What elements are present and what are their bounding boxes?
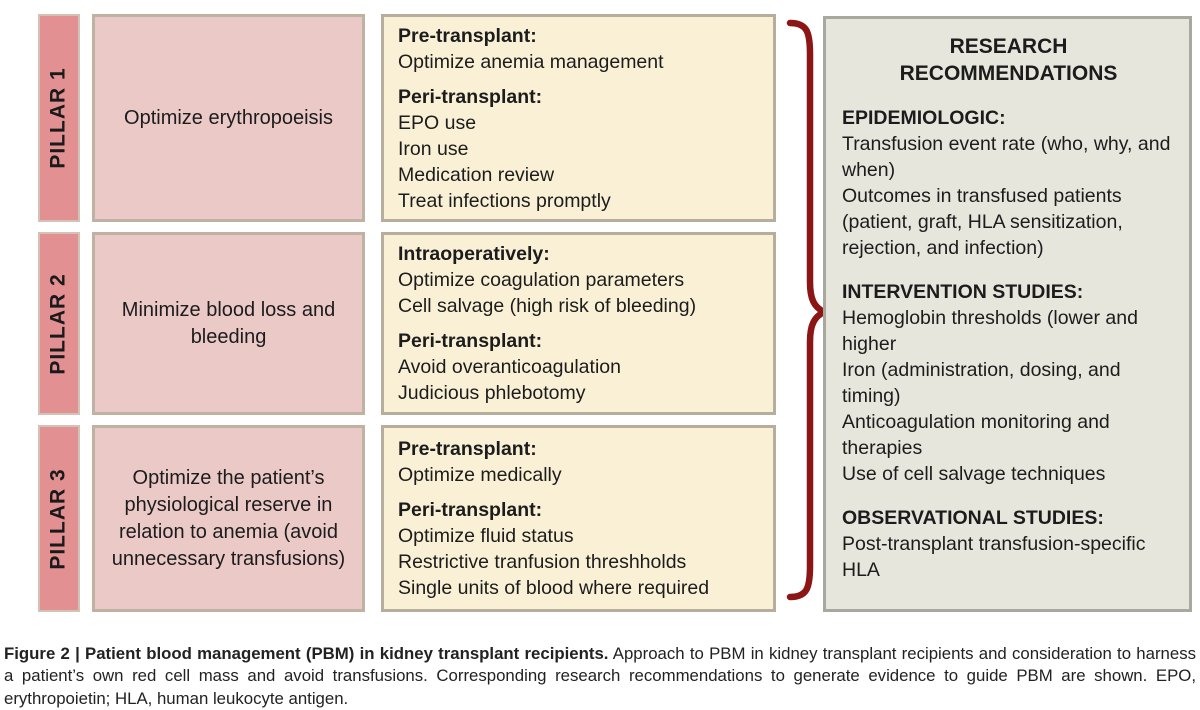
detail-heading: Pre-transplant: xyxy=(398,438,537,460)
pillar-3-label: PILLAR 3 xyxy=(47,467,70,570)
figure-caption: Figure 2 | Patient blood management (PBM… xyxy=(0,643,1200,710)
section-heading: OBSERVATIONAL STUDIES: xyxy=(842,507,1104,529)
section-item: Hemoglobin thresholds (lower and higher xyxy=(842,307,1138,355)
detail-item: Optimize anemia management xyxy=(398,50,664,73)
section-item: Use of cell salvage techniques xyxy=(842,463,1106,485)
pillar-1-label: PILLAR 1 xyxy=(47,67,70,169)
detail-item: EPO use xyxy=(398,111,477,134)
detail-group: Peri-transplant: EPO use Iron use Medica… xyxy=(398,84,759,214)
detail-item: Optimize fluid status xyxy=(398,525,574,547)
detail-heading: Peri-transplant: xyxy=(398,330,543,352)
research-section-intervention: INTERVENTION STUDIES: Hemoglobin thresho… xyxy=(842,279,1175,487)
detail-item: Optimize coagulation parameters xyxy=(398,269,685,291)
brace-icon xyxy=(786,19,827,601)
detail-item: Iron use xyxy=(398,137,469,160)
detail-item: Judicious phlebotomy xyxy=(398,382,586,404)
research-section-epidemiologic: EPIDEMIOLOGIC: Transfusion event rate (w… xyxy=(842,105,1175,261)
pillar-1-summary: Optimize erythropoeisis xyxy=(124,106,333,129)
section-heading: EPIDEMIOLOGIC: xyxy=(842,107,1006,129)
detail-group: Peri-transplant: Optimize fluid status R… xyxy=(398,497,759,601)
detail-item: Single units of blood where required xyxy=(398,577,710,599)
detail-item: Medication review xyxy=(398,163,555,186)
pillar-2-summary: Minimize blood loss and bleeding xyxy=(121,298,336,348)
detail-heading: Peri-transplant: xyxy=(398,85,543,108)
pillar-3-detail-box: Pre-transplant: Optimize medically Peri-… xyxy=(381,425,776,612)
section-item: Anticoagulation monitoring and therapies xyxy=(842,411,1110,459)
detail-heading: Peri-transplant: xyxy=(398,499,543,521)
detail-item: Treat infections promptly xyxy=(398,189,611,212)
pillar-1-label-strip: PILLAR 1 xyxy=(38,14,80,222)
research-section-observational: OBSERVATIONAL STUDIES: Post-transplant t… xyxy=(842,505,1175,583)
pillar-2-label: PILLAR 2 xyxy=(47,272,70,375)
research-title: RESEARCH RECOMMENDATIONS xyxy=(899,35,1118,85)
detail-item: Optimize medically xyxy=(398,464,562,486)
pillar-3-summary: Optimize the patient’s physiological res… xyxy=(111,466,346,570)
detail-item: Avoid overanticoagulation xyxy=(398,356,621,378)
detail-item: Restrictive tranfusion threshholds xyxy=(398,551,687,573)
detail-group: Intraoperatively: Optimize coagulation p… xyxy=(398,241,759,319)
pillar-2-detail-box: Intraoperatively: Optimize coagulation p… xyxy=(381,232,776,415)
detail-heading: Intraoperatively: xyxy=(398,243,550,265)
detail-group: Pre-transplant: Optimize medically xyxy=(398,436,759,488)
pillar-2-summary-box: Minimize blood loss and bleeding xyxy=(92,232,365,415)
caption-bold-lead: Figure 2 | Patient blood management (PBM… xyxy=(4,643,609,663)
section-item: Iron (administration, dosing, and timing… xyxy=(842,359,1121,407)
pillar-1-summary-box: Optimize erythropoeisis xyxy=(92,14,365,222)
detail-group: Pre-transplant: Optimize anemia manageme… xyxy=(398,23,759,75)
section-item: Transfusion event rate (who, why, and wh… xyxy=(842,133,1171,181)
detail-group: Peri-transplant: Avoid overanticoagulati… xyxy=(398,328,759,406)
detail-item: Cell salvage (high risk of bleeding) xyxy=(398,295,697,317)
section-item: Outcomes in transfused patients (patient… xyxy=(842,185,1123,259)
research-recommendations-box: RESEARCH RECOMMENDATIONS EPIDEMIOLOGIC: … xyxy=(823,16,1192,612)
pillar-3-label-strip: PILLAR 3 xyxy=(38,425,80,612)
section-heading: INTERVENTION STUDIES: xyxy=(842,281,1084,303)
pillar-2-label-strip: PILLAR 2 xyxy=(38,232,80,415)
pillar-3-summary-box: Optimize the patient’s physiological res… xyxy=(92,425,365,612)
detail-heading: Pre-transplant: xyxy=(398,24,537,47)
pillar-1-detail-box: Pre-transplant: Optimize anemia manageme… xyxy=(381,14,776,222)
section-item: Post-transplant transfusion-specific HLA xyxy=(842,533,1146,581)
